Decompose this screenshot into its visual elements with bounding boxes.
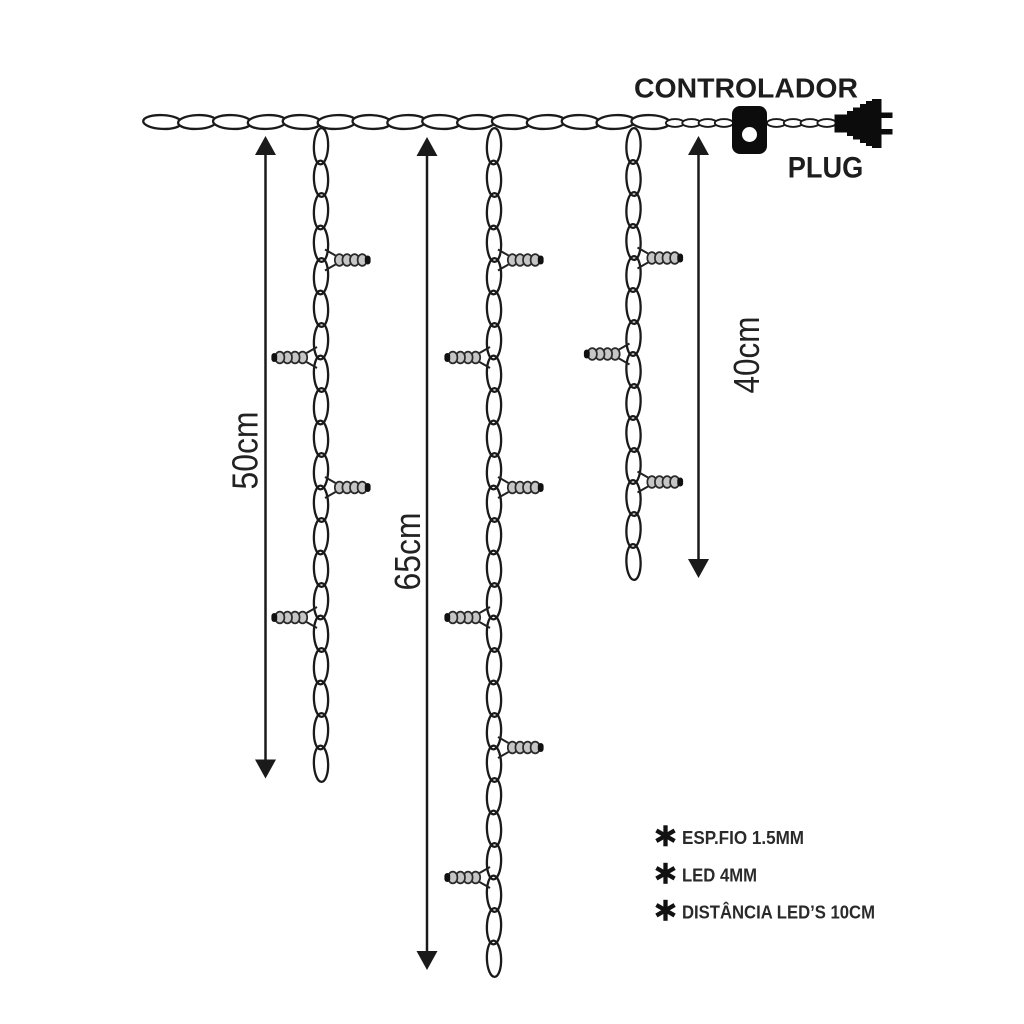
svg-text:ESP.FIO 1.5MM: ESP.FIO 1.5MM bbox=[682, 827, 804, 848]
svg-text:LED 4MM: LED 4MM bbox=[682, 865, 757, 886]
svg-text:PLUG: PLUG bbox=[788, 152, 864, 185]
svg-text:DISTÂNCIA LED’S 10CM: DISTÂNCIA LED’S 10CM bbox=[682, 902, 875, 923]
svg-text:40cm: 40cm bbox=[726, 317, 767, 394]
svg-text:CONTROLADOR: CONTROLADOR bbox=[634, 73, 858, 104]
svg-text:50cm: 50cm bbox=[225, 412, 266, 490]
svg-text:65cm: 65cm bbox=[387, 513, 428, 591]
